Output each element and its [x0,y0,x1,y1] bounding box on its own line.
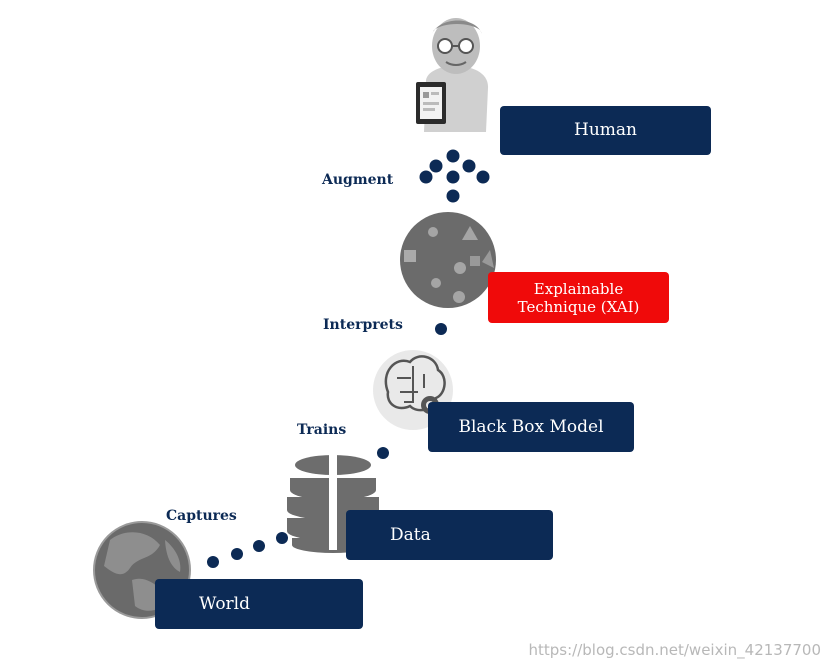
human-label: Human [574,120,637,141]
captures-connector-dots [207,532,288,568]
xai-label-line1: Explainable [533,279,624,298]
trains-connector-dots [377,447,389,459]
interprets-connector-dots [435,323,447,335]
interprets-label: Interprets [323,317,403,333]
xai-label-line2: Technique (XAI) [517,297,640,316]
world-box: World [155,579,363,629]
trains-label: Trains [297,422,347,438]
world-label: World [199,593,250,614]
black-box-model-box: Black Box Model [428,402,634,452]
black-box-model-label: Black Box Model [458,416,604,437]
data-label: Data [390,524,431,545]
augment-connector-dots [419,149,490,203]
augment-label: Augment [322,172,394,188]
data-box: Data [346,510,553,560]
watermark-url: https://blog.csdn.net/weixin_42137700 [528,641,821,659]
human-box: Human [500,106,711,155]
captures-label: Captures [166,508,237,524]
person-with-tablet-icon [416,18,489,132]
xai-box: Explainable Technique (XAI) [488,272,669,323]
shapes-sphere-icon [400,212,496,308]
